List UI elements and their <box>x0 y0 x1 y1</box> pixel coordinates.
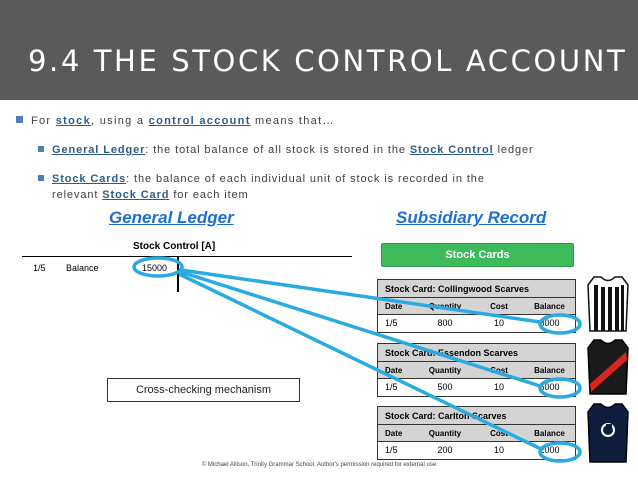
bullet-marker-icon <box>38 175 44 181</box>
card-balance-highlight-3 <box>538 441 582 463</box>
title-bar: 9.4 THE STOCK CONTROL ACCOUNT <box>0 0 638 100</box>
card-balance-highlight-1 <box>538 313 582 335</box>
connector-line-2 <box>180 270 541 388</box>
keyword-stock-control: Stock Control <box>409 144 494 156</box>
stock-card-balance: 5000 <box>539 382 560 392</box>
slide-title: 9.4 THE STOCK CONTROL ACCOUNT <box>28 44 628 78</box>
stock-card-balance: 8000 <box>539 318 560 328</box>
ledger-balance-highlight <box>132 256 184 278</box>
bullet-marker-icon <box>16 116 23 123</box>
bullet-general-ledger: General Ledger: the total balance of all… <box>38 144 534 156</box>
carlton-jersey-icon <box>587 403 629 463</box>
connector-line-1 <box>180 268 541 324</box>
bullet-marker-icon <box>38 146 44 152</box>
stock-card-carlton: Stock Card: Carlton Scarves Date Quantit… <box>377 406 576 460</box>
copyright-footer: © Michael Allison, Trinity Grammar Schoo… <box>201 462 437 468</box>
stock-card-header-row: Date Quantity Cost Balance <box>378 362 575 379</box>
ledger-date: 1/5 <box>33 263 46 273</box>
keyword-general-ledger: General Ledger <box>52 144 146 156</box>
ledger-detail: Balance <box>66 263 99 273</box>
ledger-account-name: Stock Control [A] <box>133 241 216 252</box>
stock-card-row: 1/5 500 10 5000 <box>378 379 575 396</box>
ledger-divider <box>22 256 352 257</box>
connector-line-3 <box>178 272 542 451</box>
stock-cards-label: Stock Cards <box>381 243 574 267</box>
keyword-stock-cards: Stock Cards <box>52 173 127 185</box>
stock-card-balance: 2000 <box>539 445 560 455</box>
subsidiary-record-heading: Subsidiary Record <box>396 208 547 227</box>
essendon-jersey-icon <box>587 339 629 395</box>
collingwood-jersey-icon <box>587 276 629 332</box>
card-balance-highlight-2 <box>538 377 582 399</box>
stock-card-row: 1/5 200 10 2000 <box>378 442 575 459</box>
general-ledger-heading: General Ledger <box>109 208 234 227</box>
bullet-stock-cards: Stock Cards: the balance of each individ… <box>38 171 598 203</box>
bullet-stock-control-account: For stock, using a control account means… <box>16 115 335 127</box>
keyword-stock-card: Stock Card <box>102 189 170 201</box>
ledger-amount: 15000 <box>142 263 168 273</box>
stock-card-header-row: Date Quantity Cost Balance <box>378 425 575 442</box>
stock-card-row: 1/5 800 10 8000 <box>378 315 575 332</box>
ledger-center-line <box>177 256 179 292</box>
keyword-stock: stock <box>55 115 92 127</box>
cross-checking-label: Cross-checking mechanism <box>107 378 300 402</box>
stock-card-collingwood: Stock Card: Collingwood Scarves Date Qua… <box>377 279 576 333</box>
keyword-control-account: control account <box>148 115 251 127</box>
stock-card-essendon: Stock Card: Essendon Scarves Date Quanti… <box>377 343 576 397</box>
stock-card-title: Stock Card: Collingwood Scarves <box>378 280 575 298</box>
